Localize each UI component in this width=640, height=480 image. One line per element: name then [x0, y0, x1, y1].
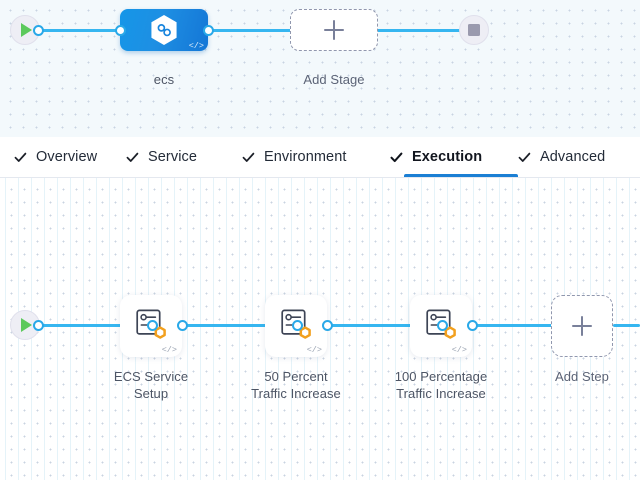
step-port-3-out[interactable]	[467, 319, 478, 331]
stage-wire-ecs-to-add	[206, 29, 292, 32]
stage-node-ecs-label: ecs	[153, 72, 175, 87]
tab-advanced[interactable]: Advanced	[518, 137, 640, 177]
step-node-2-label-line2: Traffic Increase	[251, 386, 341, 401]
pipeline-start-node[interactable]	[10, 15, 40, 45]
add-step-button[interactable]	[551, 295, 613, 357]
step-node-2-label-line1: 50 Percent	[264, 369, 328, 384]
step-port-1-out[interactable]	[177, 319, 188, 331]
pipeline-end-node[interactable]	[459, 15, 489, 45]
step-port-start-out[interactable]	[33, 319, 44, 331]
check-icon	[518, 152, 531, 162]
check-icon	[390, 152, 403, 162]
pipeline-config-tabs: Overview Service Environment Execution	[0, 137, 640, 178]
stage-code-badge[interactable]: </>	[188, 40, 204, 51]
step-port-3-in[interactable]	[437, 319, 448, 331]
step-code-badge[interactable]: </>	[306, 344, 322, 355]
step-node-3-label: 100 Percentage Traffic Increase	[375, 368, 507, 402]
tab-environment-label: Environment	[264, 149, 347, 165]
step-code-badge[interactable]: </>	[451, 344, 467, 355]
stage-canvas[interactable]: </> ecs Add Stage	[0, 0, 640, 137]
step-node-1-label: ECS Service Setup	[91, 368, 211, 402]
step-port-1-in[interactable]	[147, 319, 158, 331]
add-step-label: Add Step	[555, 369, 609, 384]
check-icon	[242, 152, 255, 162]
play-icon	[21, 23, 32, 37]
tab-execution[interactable]: Execution	[390, 137, 518, 177]
step-node-1-label-line2: Setup	[133, 386, 169, 401]
step-node-3-label-line2: Traffic Increase	[396, 386, 486, 401]
tab-advanced-label: Advanced	[540, 149, 606, 165]
check-icon	[126, 152, 139, 162]
execution-steps-canvas[interactable]: </> ECS Service Setup </>	[0, 178, 640, 480]
tab-overview-label: Overview	[36, 149, 98, 165]
stop-icon	[468, 24, 480, 36]
step-code-badge[interactable]: </>	[161, 344, 177, 355]
step-wire-1-to-2	[177, 324, 298, 327]
add-stage-label: Add Stage	[303, 72, 365, 87]
tab-overview[interactable]: Overview	[14, 137, 126, 177]
plus-icon	[572, 316, 592, 336]
step-wire-add-to-next	[613, 324, 640, 327]
tab-environment[interactable]: Environment	[242, 137, 390, 177]
hexagon-deployment-icon	[151, 15, 177, 45]
step-port-2-out[interactable]	[322, 319, 333, 331]
stage-port-ecs-in[interactable]	[114, 24, 126, 36]
stage-wire-add-to-end	[376, 29, 466, 32]
stage-node-ecs[interactable]: </>	[120, 9, 208, 51]
tab-execution-label: Execution	[412, 149, 483, 165]
step-wire-3-to-add	[467, 324, 553, 327]
step-wire-start-to-1	[30, 324, 152, 327]
stage-port-ecs-out[interactable]	[202, 24, 214, 36]
play-icon	[21, 318, 32, 332]
step-wire-2-to-3	[322, 324, 443, 327]
stage-wire-start-to-ecs	[30, 29, 138, 32]
stage-port-start-out[interactable]	[33, 24, 44, 36]
tab-service[interactable]: Service	[126, 137, 242, 177]
step-node-1-label-line1: ECS Service	[113, 369, 189, 384]
step-node-3-label-line1: 100 Percentage	[394, 369, 488, 384]
tab-service-label: Service	[148, 149, 198, 165]
check-icon	[14, 152, 27, 162]
step-node-2-label: 50 Percent Traffic Increase	[234, 368, 358, 402]
tab-active-underline	[404, 174, 518, 177]
plus-icon	[324, 20, 344, 40]
step-port-2-in[interactable]	[292, 319, 303, 331]
add-stage-button[interactable]	[290, 9, 378, 51]
step-settings-icon	[281, 309, 311, 340]
